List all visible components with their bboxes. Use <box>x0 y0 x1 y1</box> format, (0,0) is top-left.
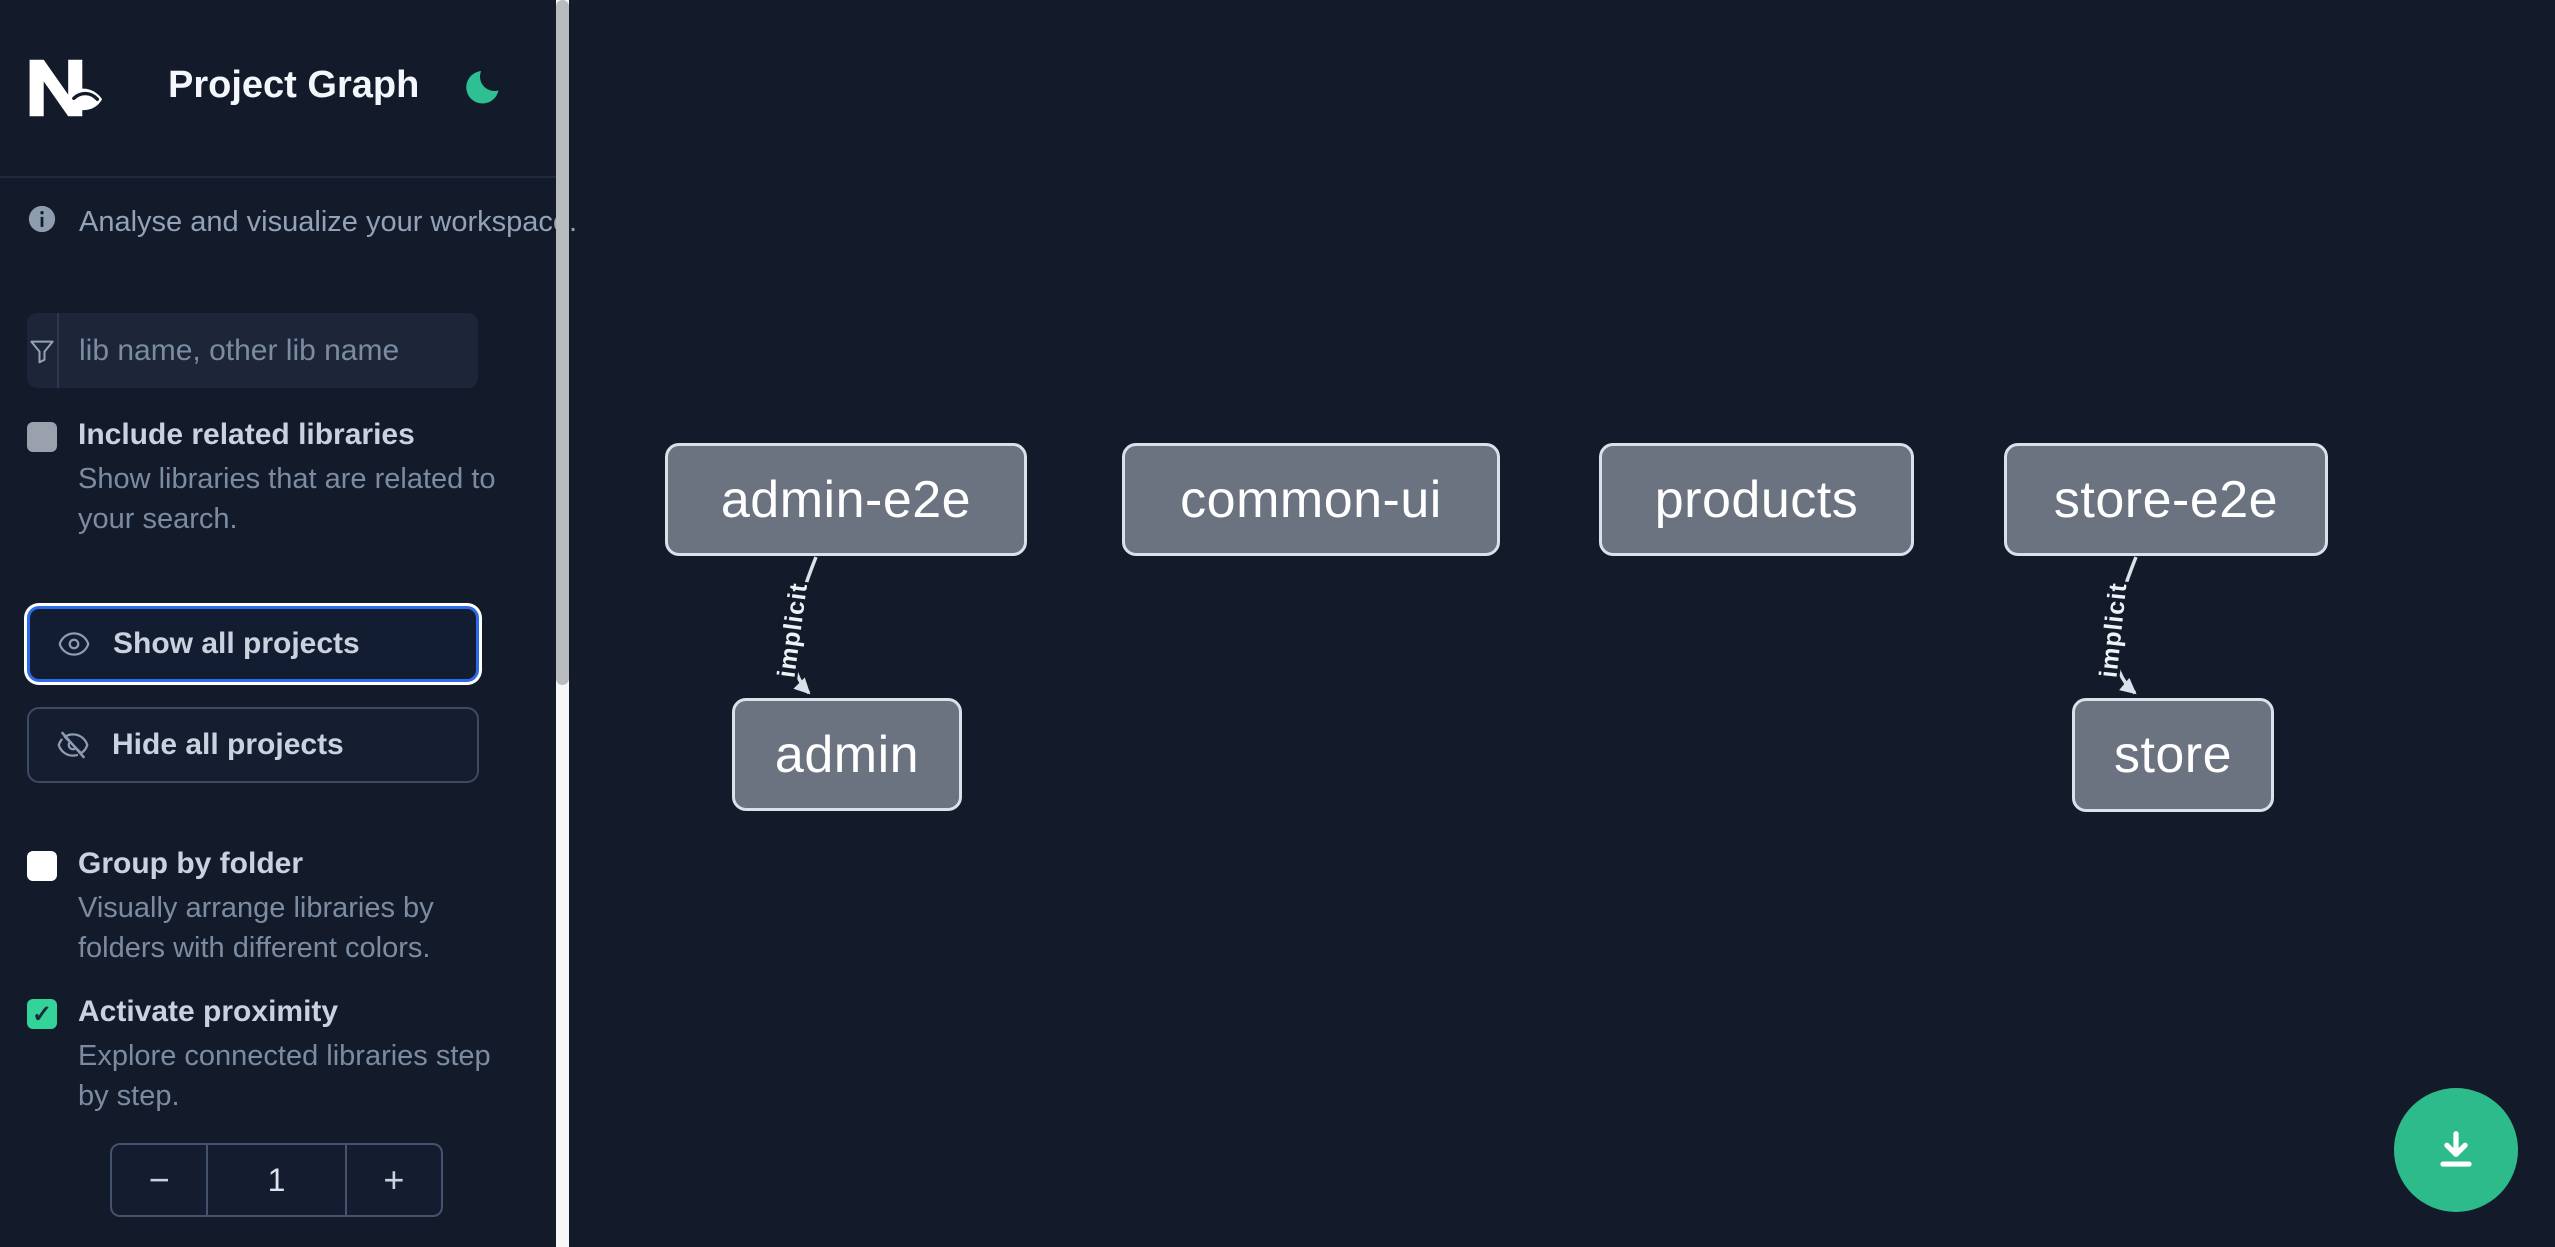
graph-node-products[interactable]: products <box>1599 443 1914 556</box>
edge-label: implicit <box>2094 581 2132 679</box>
button-label: Show all projects <box>113 627 360 660</box>
option-group-by-folder: Group by folder Visually arrange librari… <box>27 847 510 968</box>
page-title: Project Graph <box>168 64 420 106</box>
eye-icon <box>57 627 91 661</box>
option-description: Show libraries that are related to your … <box>78 463 496 535</box>
theme-toggle-button[interactable] <box>462 61 509 110</box>
info-icon <box>28 205 56 233</box>
filter-box <box>27 313 478 388</box>
eye-slash-icon <box>56 728 90 762</box>
download-image-button[interactable] <box>2394 1088 2518 1212</box>
graph-edge-store-e2e-store <box>2112 556 2138 695</box>
graph-node-common-ui[interactable]: common-ui <box>1122 443 1500 556</box>
checkmark-icon: ✓ <box>31 1000 53 1028</box>
group-by-folder-checkbox[interactable] <box>27 851 57 881</box>
activate-proximity-checkbox[interactable]: ✓ <box>27 999 57 1029</box>
option-description: Visually arrange libraries by folders wi… <box>78 892 434 964</box>
show-all-projects-button[interactable]: Show all projects <box>27 606 479 682</box>
header-divider <box>0 176 556 178</box>
tagline: Analyse and visualize your workspace. <box>79 206 578 238</box>
download-icon <box>2440 1131 2472 1167</box>
scrollbar-thumb[interactable] <box>556 0 569 685</box>
hide-all-projects-button[interactable]: Hide all projects <box>27 707 479 783</box>
option-description: Explore connected libraries step by step… <box>78 1040 491 1112</box>
graph-node-admin[interactable]: admin <box>732 698 962 811</box>
option-include-related: Include related libraries Show libraries… <box>27 418 510 539</box>
graph-edge-admin-e2e-admin <box>791 556 818 695</box>
graph-node-store[interactable]: store <box>2072 698 2274 812</box>
option-activate-proximity: ✓ Activate proximity Explore connected l… <box>27 995 510 1116</box>
proximity-value[interactable]: 1 <box>206 1145 347 1215</box>
funnel-icon <box>27 313 59 388</box>
sidebar: Project Graph Analyse and visualize your… <box>0 0 577 1247</box>
edge-label: implicit <box>772 581 813 679</box>
graph-node-store-e2e[interactable]: store-e2e <box>2004 443 2328 556</box>
sidebar-scrollbar <box>556 0 569 1247</box>
graph-node-admin-e2e[interactable]: admin-e2e <box>665 443 1027 556</box>
option-label: Include related libraries <box>78 418 415 451</box>
filter-input[interactable] <box>59 313 478 388</box>
option-label: Activate proximity <box>78 995 339 1028</box>
moon-icon <box>466 61 509 103</box>
include-related-checkbox[interactable] <box>27 422 57 452</box>
nx-logo <box>29 59 103 117</box>
info-row: Analyse and visualize your workspace. <box>27 204 577 239</box>
button-label: Hide all projects <box>112 728 344 761</box>
proximity-decrement-button[interactable]: − <box>112 1145 206 1215</box>
option-label: Group by folder <box>78 847 303 880</box>
proximity-increment-button[interactable]: + <box>347 1145 441 1215</box>
proximity-stepper: − 1 + <box>110 1143 443 1217</box>
